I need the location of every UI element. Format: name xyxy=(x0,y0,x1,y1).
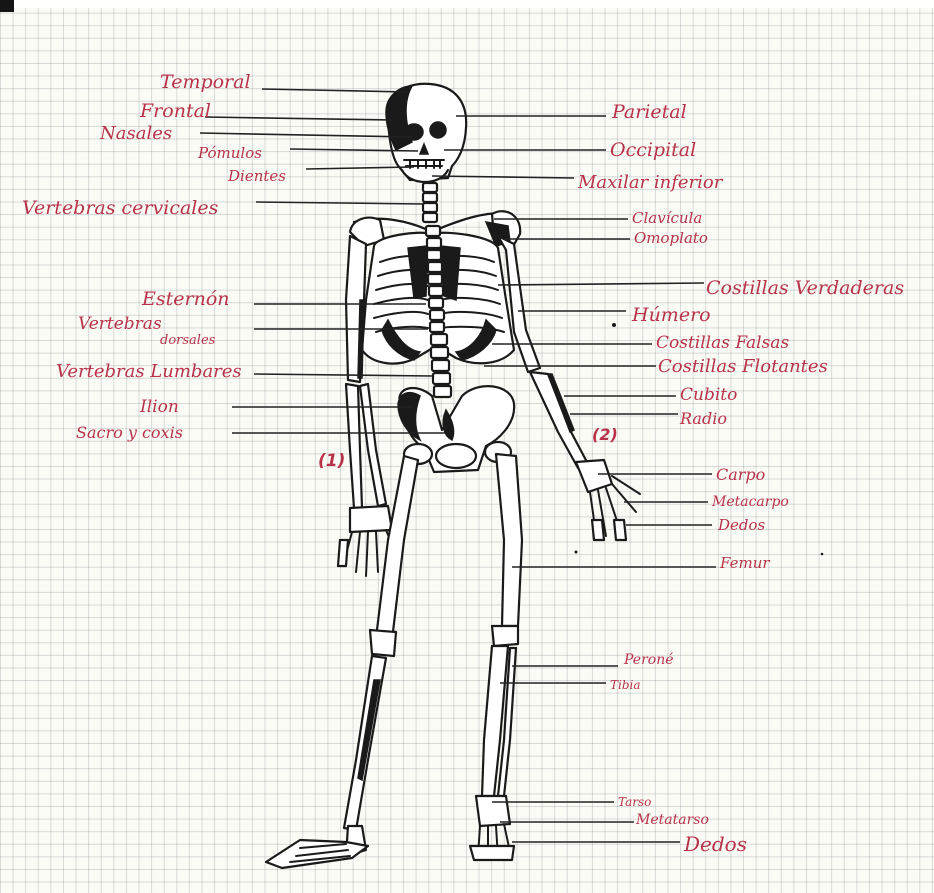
label-dedos-mano: Dedos xyxy=(717,516,766,534)
label-cubito: Cubito xyxy=(680,385,737,405)
label-vertebras-lumbares: Vertebras Lumbares xyxy=(56,361,242,382)
label-metacarpo: Metacarpo xyxy=(711,494,789,510)
label-vertebras-dorsales-1: Vertebras xyxy=(78,314,162,334)
label-costillas-falsas: Costillas Falsas xyxy=(656,333,789,353)
label-femur: Femur xyxy=(719,554,770,572)
skeleton-drawing xyxy=(266,84,640,868)
label-nasales: Nasales xyxy=(99,123,172,144)
marker-1: (1) xyxy=(318,451,345,471)
label-humero: Húmero xyxy=(631,304,711,326)
label-dedos-pie: Dedos xyxy=(683,832,747,856)
label-ilion: Ilion xyxy=(139,397,179,417)
label-costillas-flotantes: Costillas Flotantes xyxy=(658,356,828,377)
label-vertebras-dorsales-2: dorsales xyxy=(160,333,216,348)
label-radio: Radio xyxy=(679,409,727,428)
label-temporal: Temporal xyxy=(160,71,251,93)
label-frontal: Frontal xyxy=(139,100,211,122)
label-costillas-verdaderas: Costillas Verdaderas xyxy=(706,277,904,299)
leg-left xyxy=(266,456,418,868)
label-perone: Peroné xyxy=(623,652,674,668)
leg-right xyxy=(470,454,522,860)
labels-right: Parietal Occipital Maxilar inferior Clav… xyxy=(577,101,904,856)
label-sacro-y-coxis: Sacro y coxis xyxy=(76,423,183,442)
label-occipital: Occipital xyxy=(610,139,696,161)
label-parietal: Parietal xyxy=(611,101,687,123)
label-pomulos: Pómulos xyxy=(197,144,262,162)
label-omoplato: Omoplato xyxy=(634,229,708,247)
cervical-spine xyxy=(423,183,437,222)
label-metatarso: Metatarso xyxy=(635,812,709,828)
label-dientes: Dientes xyxy=(227,167,286,185)
label-clavicula: Clavícula xyxy=(632,209,702,227)
label-maxilar-inferior: Maxilar inferior xyxy=(577,172,724,193)
label-vertebras-cervicales: Vertebras cervicales xyxy=(22,197,219,219)
marker-2: (2) xyxy=(592,425,618,444)
label-carpo: Carpo xyxy=(716,465,765,484)
label-tarso: Tarso xyxy=(618,795,651,809)
label-esternon: Esternón xyxy=(141,288,230,310)
label-tibia: Tibia xyxy=(610,678,641,692)
labels-left: Temporal Frontal Nasales Pómulos Dientes… xyxy=(22,71,286,442)
